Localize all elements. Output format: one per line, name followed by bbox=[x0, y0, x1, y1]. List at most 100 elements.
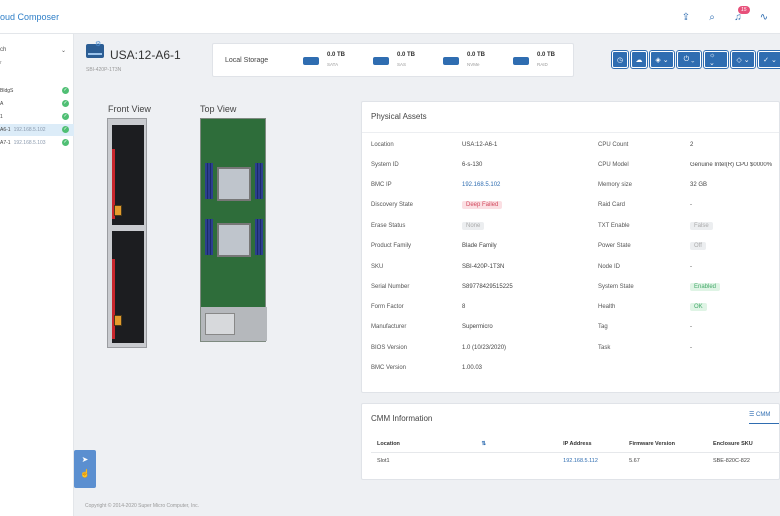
tree-item[interactable]: 1 ✓ bbox=[0, 111, 74, 123]
clock-button[interactable]: ◷ bbox=[611, 50, 629, 69]
notification-badge: 15 bbox=[738, 6, 750, 14]
tree-item[interactable]: BldgS ✓ bbox=[0, 85, 74, 97]
asset-value: S89778429515225 bbox=[462, 284, 513, 290]
search-icon[interactable]: ⌕ bbox=[709, 12, 715, 23]
sidebar-filter-label: r bbox=[0, 60, 2, 66]
chevron-down-icon[interactable]: ⌄ bbox=[60, 48, 66, 54]
top-bar: oud Composer ⇪ ⌕ ♫15 ∿ bbox=[0, 0, 780, 34]
upload-icon[interactable]: ⇪ bbox=[681, 12, 691, 23]
table-cell: 5.67 bbox=[629, 458, 640, 465]
asset-value-cell: Enabled bbox=[690, 283, 721, 291]
asset-key: System ID bbox=[371, 162, 399, 168]
front-view-label: Front View bbox=[108, 104, 151, 114]
storage-value: 0.0 TB bbox=[327, 52, 346, 58]
power-button[interactable]: ⏻ ⌄ bbox=[676, 50, 702, 69]
asset-key: Product Family bbox=[371, 243, 412, 249]
tag-icon: ◈ ⌄ bbox=[655, 56, 669, 64]
asset-key: Erase Status bbox=[371, 223, 406, 229]
asset-key: Form Factor bbox=[371, 304, 404, 310]
storage-item-raid: 0.0 TB RAID bbox=[513, 52, 573, 72]
tab-cmm[interactable]: ☰ CMM bbox=[749, 411, 779, 424]
storage-name: NVMe bbox=[467, 62, 480, 67]
clock-icon: ◷ bbox=[616, 56, 624, 64]
ip-link[interactable]: 192.168.5.112 bbox=[563, 458, 598, 465]
tree-item-ip: 192.168.5.103 bbox=[13, 140, 46, 146]
tag-button[interactable]: ◈ ⌄ bbox=[649, 50, 675, 69]
bmc-ip-link[interactable]: 192.168.5.102 bbox=[462, 182, 501, 188]
server-sku: SBI-420P-1T3N bbox=[86, 67, 122, 73]
list-icon: ☰ bbox=[749, 412, 757, 418]
column-header-firmware[interactable]: Firmware Version bbox=[623, 436, 707, 453]
server-name: USA:12-A6-1 bbox=[110, 48, 181, 62]
drive-icon bbox=[373, 57, 389, 65]
asset-value: Genuine Intel(R) CPU $0000% bbox=[690, 162, 773, 168]
pointer-icon[interactable]: ☝ bbox=[80, 469, 90, 478]
sidebar-search[interactable]: ch ⌄ bbox=[0, 44, 70, 58]
asset-value: - bbox=[690, 202, 692, 208]
footer-copyright: Copyright © 2014-2020 Super Micro Comput… bbox=[85, 503, 200, 509]
erase-button[interactable]: ◇ ⌄ bbox=[730, 50, 756, 69]
asset-value: - bbox=[690, 324, 692, 330]
asset-key: CPU Count bbox=[598, 142, 629, 148]
drive-icon bbox=[443, 57, 459, 65]
asset-value-cell: Deep Failed bbox=[462, 201, 503, 209]
table-cell: Slot1 bbox=[377, 458, 390, 465]
cloud-button[interactable]: ☁ bbox=[630, 50, 648, 69]
column-header-ip[interactable]: IP Address bbox=[557, 436, 624, 453]
asset-value: 1.0 (10/23/2020) bbox=[462, 345, 507, 351]
panel-title: CMM Information bbox=[371, 414, 433, 423]
column-header-location[interactable]: Location ⇅ bbox=[371, 436, 558, 453]
asset-value: SBI-420P-1T3N bbox=[462, 264, 505, 270]
asset-key: Tag bbox=[598, 324, 608, 330]
storage-name: SAS bbox=[397, 62, 407, 67]
column-header-enclosure[interactable]: Enclosure SKU bbox=[706, 436, 780, 453]
brand-logo[interactable]: oud Composer bbox=[0, 12, 59, 22]
activity-icon[interactable]: ∿ bbox=[759, 12, 769, 23]
eraser-icon: ◇ ⌄ bbox=[736, 56, 750, 64]
asset-value: - bbox=[690, 264, 692, 270]
asset-value: - bbox=[690, 345, 692, 351]
panel-title: Physical Assets bbox=[371, 112, 427, 121]
asset-key: Raid Card bbox=[598, 202, 626, 208]
asset-key: Health bbox=[598, 304, 616, 310]
check-circle-icon: ✓ ⌄ bbox=[763, 56, 777, 64]
top-view-label: Top View bbox=[200, 104, 237, 114]
sort-icon[interactable]: ⇅ bbox=[481, 440, 487, 447]
asset-value: Supermicro bbox=[462, 324, 493, 330]
asset-key: CPU Model bbox=[598, 162, 629, 168]
storage-value: 0.0 TB bbox=[397, 52, 416, 58]
storage-value: 0.0 TB bbox=[467, 52, 486, 58]
drive-icon bbox=[303, 57, 319, 65]
navigate-icon[interactable]: ➤ bbox=[81, 455, 89, 464]
tree-item[interactable]: A ✓ bbox=[0, 98, 74, 110]
search-label: ch bbox=[0, 47, 7, 53]
asset-key: Memory size bbox=[598, 182, 633, 188]
cmm-table: Location ⇅ IP Address Firmware Version E… bbox=[371, 436, 780, 470]
led-button[interactable]: ☼ ⌄ bbox=[703, 50, 729, 69]
tree-item-label: BldgS bbox=[0, 88, 14, 94]
action-toolbar: ◷ ☁ ◈ ⌄ ⏻ ⌄ ☼ ⌄ ◇ ⌄ ✓ ⌄ bbox=[611, 50, 780, 69]
local-storage-card: Local Storage 0.0 TB SATA 0.0 TB SAS 0.0… bbox=[212, 43, 574, 77]
asset-key: Node ID bbox=[598, 264, 621, 270]
physical-assets-panel: Physical Assets Location USA:12-A6-1 Sys… bbox=[361, 101, 780, 393]
raid-card-icon bbox=[513, 57, 529, 65]
storage-label: Local Storage bbox=[225, 57, 269, 64]
more-button[interactable]: ✓ ⌄ bbox=[757, 50, 780, 69]
status-badge: OK bbox=[690, 303, 707, 311]
storage-item-sata: 0.0 TB SATA bbox=[303, 52, 363, 72]
top-icons: ⇪ ⌕ ♫15 ∿ bbox=[680, 6, 770, 23]
check-icon: ✓ bbox=[62, 126, 69, 133]
tree-item-label: 1 bbox=[0, 114, 3, 120]
tab-label: CMM bbox=[756, 412, 771, 418]
asset-value: Blade Family bbox=[462, 243, 497, 249]
status-badge: Deep Failed bbox=[462, 201, 503, 209]
asset-key: BMC IP bbox=[371, 182, 392, 188]
status-badge: Off bbox=[690, 242, 706, 250]
bell-icon[interactable]: ♫15 bbox=[732, 6, 750, 23]
asset-key: BMC Version bbox=[371, 365, 407, 371]
storage-value: 0.0 TB bbox=[537, 52, 556, 58]
tree-item-label: A bbox=[0, 101, 4, 107]
